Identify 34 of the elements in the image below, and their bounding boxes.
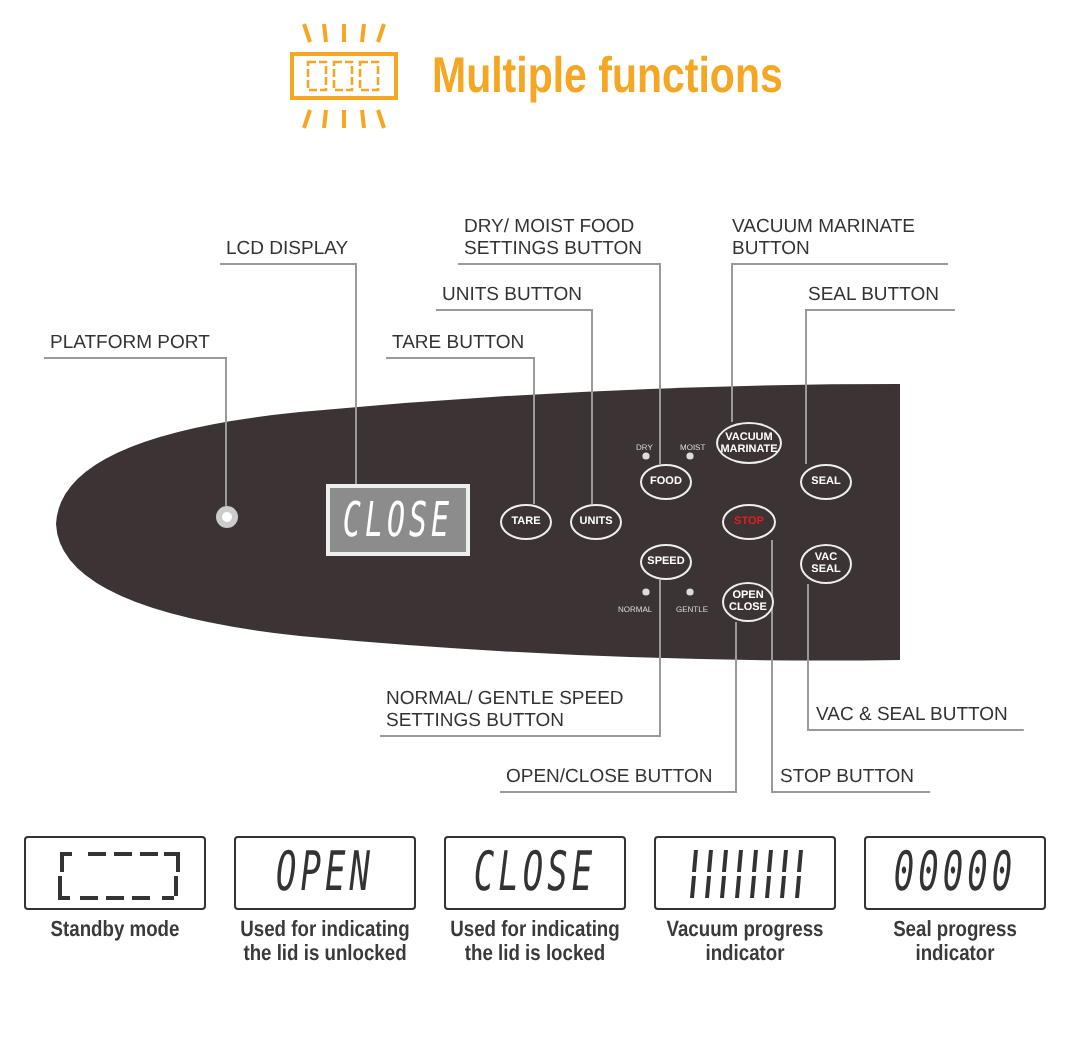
leader-line (379, 579, 661, 737)
callout-label: STOP BUTTON (780, 766, 915, 788)
lcd-display (24, 836, 206, 910)
callout-label: LCD DISPLAY (226, 238, 349, 260)
display-caption: Seal progress indicator (891, 920, 1019, 966)
leader-line (385, 357, 535, 505)
callout-label: SEAL BUTTON (808, 284, 939, 306)
leader-line (457, 263, 661, 465)
callout-label: VAC & SEAL BUTTON (816, 704, 1008, 726)
display-caption: Used for indicating the lid is unlocked (238, 920, 412, 966)
lcd-display: OPEN (234, 836, 416, 910)
display-caption: Standby mode (48, 920, 182, 943)
display-caption: Vacuum progress indicator (664, 920, 826, 966)
title: Multiple functions (432, 48, 783, 106)
leader-line (43, 357, 227, 507)
leader-line (771, 539, 932, 793)
lcd-display: CLOSE (444, 836, 626, 910)
leader-line (219, 263, 357, 485)
lcd-display: 00000 (864, 836, 1046, 910)
leader-line (807, 583, 1025, 731)
callout-label: PLATFORM PORT (50, 332, 210, 354)
lcd-display: CLOSE (326, 484, 470, 556)
callout-label: OPEN/CLOSE BUTTON (506, 766, 713, 788)
leader-line (499, 621, 737, 793)
callout-label: NORMAL/ GENTLE SPEED SETTINGS BUTTON (386, 688, 646, 732)
callout-label: DRY/ MOIST FOOD SETTINGS BUTTON (464, 216, 664, 260)
callout-label: VACUUM MARINATE BUTTON (732, 216, 932, 260)
leader-line (805, 309, 956, 465)
lcd-display (654, 836, 836, 910)
callout-label: UNITS BUTTON (442, 284, 583, 306)
display-caption: Used for indicating the lid is locked (448, 920, 622, 966)
leader-line (435, 309, 593, 505)
callout-label: TARE BUTTON (392, 332, 525, 354)
leader-line (731, 263, 949, 423)
